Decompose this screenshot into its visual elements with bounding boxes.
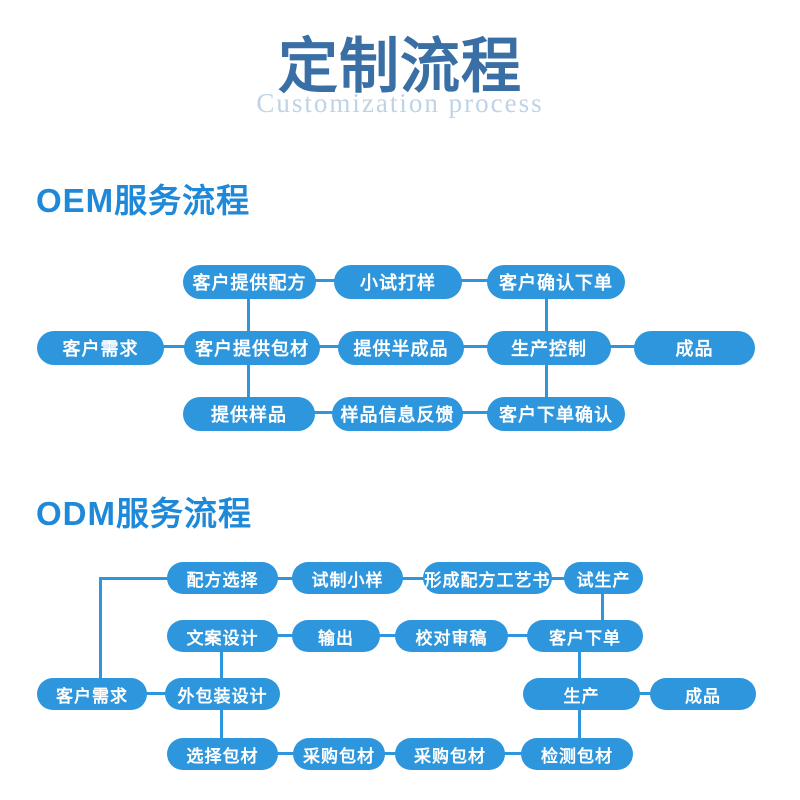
connector-line xyxy=(601,578,604,636)
connector-line xyxy=(99,577,102,679)
flow-node: 试制小样 xyxy=(292,562,403,594)
flow-node: 检测包材 xyxy=(521,738,633,770)
flow-node: 小试打样 xyxy=(334,265,462,299)
flow-node: 外包装设计 xyxy=(165,678,280,710)
flow-node: 生产控制 xyxy=(487,331,611,365)
connector-line xyxy=(92,692,223,695)
flow-node: 选择包材 xyxy=(167,738,278,770)
page-subtitle: Customization process xyxy=(256,88,544,118)
flow-node: 输出 xyxy=(292,620,380,652)
flow-node: 客户提供包材 xyxy=(184,331,320,365)
flow-node: 成品 xyxy=(634,331,755,365)
flow-node: 成品 xyxy=(650,678,756,710)
flow-node: 形成配方工艺书 xyxy=(423,562,552,594)
flow-node: 提供半成品 xyxy=(338,331,464,365)
flow-node: 采购包材 xyxy=(395,738,505,770)
flow-node: 生产 xyxy=(523,678,640,710)
odm-section-heading: ODM服务流程 xyxy=(36,495,252,532)
flow-node: 客户需求 xyxy=(37,678,147,710)
oem-section-heading: OEM服务流程 xyxy=(36,182,251,219)
flow-node: 客户下单 xyxy=(527,620,643,652)
flow-node: 试生产 xyxy=(564,562,643,594)
flow-node: 提供样品 xyxy=(183,397,315,431)
flow-node: 客户需求 xyxy=(37,331,164,365)
flow-node: 配方选择 xyxy=(167,562,278,594)
flow-node: 客户下单确认 xyxy=(487,397,625,431)
flow-node: 文案设计 xyxy=(167,620,278,652)
flow-node: 样品信息反馈 xyxy=(332,397,463,431)
flow-node: 客户提供配方 xyxy=(183,265,316,299)
connector-line xyxy=(580,692,703,695)
flow-node: 客户确认下单 xyxy=(487,265,625,299)
flow-node: 校对审稿 xyxy=(395,620,508,652)
flow-node: 采购包材 xyxy=(293,738,385,770)
page-title: 定制流程 xyxy=(278,34,522,100)
